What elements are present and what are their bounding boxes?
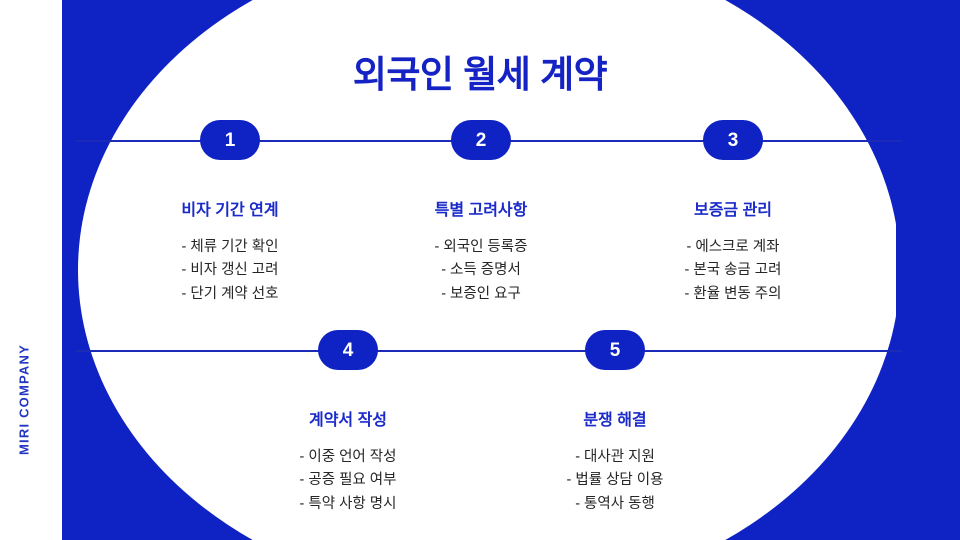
right-bar-icon [896,0,912,540]
step-item: - 공증 필요 여부 [299,472,397,489]
step-column-1: 비자 기간 연계 - 체류 기간 확인 - 비자 갱신 고려 - 단기 계약 선… [115,196,345,306]
step-item: - 에스크로 계좌 [686,239,780,255]
step-item: - 환율 변동 주의 [684,285,782,302]
step-item: - 법률 상담 이용 [566,472,664,489]
left-gutter [0,0,62,540]
step-heading-3: 보증금 관리 [693,202,773,219]
step-item: - 특약 사항 명시 [299,495,397,512]
step-item: - 체류 기간 확인 [181,239,279,255]
step-item: - 보증인 요구 [441,285,521,302]
page-title: 외국인 월세 계약 [352,54,608,95]
step-item: - 소득 증명서 [441,262,521,279]
step-heading-5: 분쟁 해결 [583,412,647,429]
step-column-2: 특별 고려사항 - 외국인 등록증 - 소득 증명서 - 보증인 요구 [366,196,596,306]
brand-vertical-label: MIRI COMPANY [16,344,32,455]
step-item: - 단기 계약 선호 [181,285,279,302]
step-badge-1[interactable]: 1 [200,120,260,160]
step-heading-2: 특별 고려사항 [434,202,528,219]
step-item: - 본국 송금 고려 [684,262,782,279]
left-bar-icon [62,0,78,540]
blue-field [62,0,960,540]
step-column-3: 보증금 관리 - 에스크로 계좌 - 본국 송금 고려 - 환율 변동 주의 [618,196,848,306]
step-item: - 통역사 동행 [575,495,655,512]
four-point-star-icon [901,463,953,515]
step-badge-5[interactable]: 5 [585,330,645,370]
step-heading-4: 계약서 작성 [308,412,388,429]
step-heading-1: 비자 기간 연계 [181,202,279,219]
step-column-4: 계약서 작성 - 이중 언어 작성 - 공증 필요 여부 - 특약 사항 명시 [233,406,463,516]
step-badge-3[interactable]: 3 [703,120,763,160]
step-badge-2[interactable]: 2 [451,120,511,160]
step-item: - 이중 언어 작성 [299,449,397,465]
step-badge-4[interactable]: 4 [318,330,378,370]
step-item: - 대사관 지원 [575,449,655,465]
step-item: - 외국인 등록증 [434,239,528,255]
connector-rail-bottom [76,350,902,352]
step-item: - 비자 갱신 고려 [181,262,279,279]
step-column-5: 분쟁 해결 - 대사관 지원 - 법률 상담 이용 - 통역사 동행 [500,406,730,516]
